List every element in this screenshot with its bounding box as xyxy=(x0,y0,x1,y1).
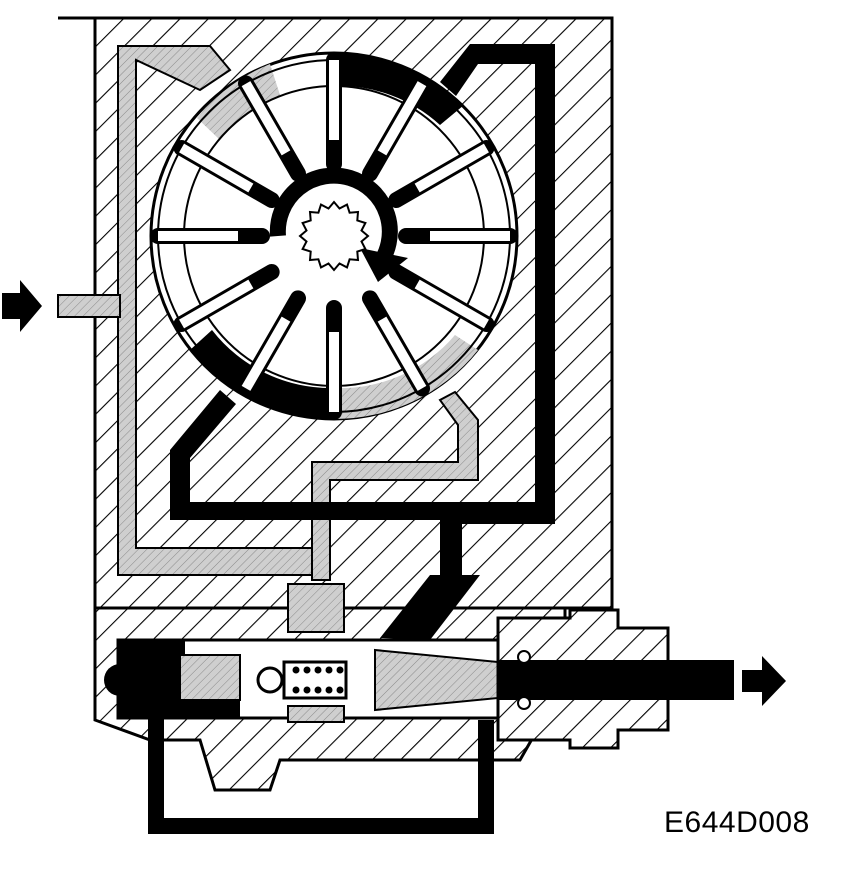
outlet-arrow-icon xyxy=(742,656,786,706)
spring-coil xyxy=(336,686,344,694)
inlet-port xyxy=(57,294,121,318)
plug-knob xyxy=(104,664,136,696)
suction-passage xyxy=(117,45,331,576)
spline-shaft xyxy=(298,200,370,272)
spring-coil xyxy=(314,666,322,674)
spring-coil xyxy=(325,666,333,674)
outlet-passage xyxy=(498,660,734,700)
inlet-arrow-icon xyxy=(2,280,42,332)
valve-spool-top xyxy=(287,583,345,633)
o-ring-bottom xyxy=(517,696,531,710)
vane-face xyxy=(179,279,254,329)
spring-coil xyxy=(336,666,344,674)
o-ring-top xyxy=(517,650,531,664)
vane-face xyxy=(241,81,291,156)
spring-coil xyxy=(292,666,300,674)
relief-chamber xyxy=(179,654,241,701)
figure-code: E644D008 xyxy=(664,806,810,839)
pressure-chamber-top xyxy=(334,52,464,126)
spring-coils xyxy=(292,666,344,694)
relief-ball xyxy=(256,666,284,694)
spring-coil xyxy=(303,666,311,674)
vane-face xyxy=(179,143,254,193)
pressure-feed-angled xyxy=(380,575,480,640)
relief-spring xyxy=(282,660,348,700)
vane-face xyxy=(377,81,427,156)
suction-chamber-left xyxy=(197,64,280,140)
drive-shaft xyxy=(298,200,370,272)
suction-passage-lower xyxy=(311,390,479,581)
vane-face xyxy=(414,279,489,329)
vane-face xyxy=(241,316,291,391)
suction-chamber-right xyxy=(334,335,478,420)
vane-face xyxy=(414,143,489,193)
vane-face xyxy=(377,316,427,391)
rotation-arrowhead xyxy=(360,248,408,282)
spring-coil xyxy=(303,686,311,694)
spring-coil xyxy=(325,686,333,694)
vanes xyxy=(150,52,518,420)
return-passage xyxy=(148,705,494,834)
valve-spool-bottom xyxy=(287,705,345,723)
spring-coil xyxy=(314,686,322,694)
rotation-arrow-icon xyxy=(269,167,398,271)
spring-coil xyxy=(292,686,300,694)
